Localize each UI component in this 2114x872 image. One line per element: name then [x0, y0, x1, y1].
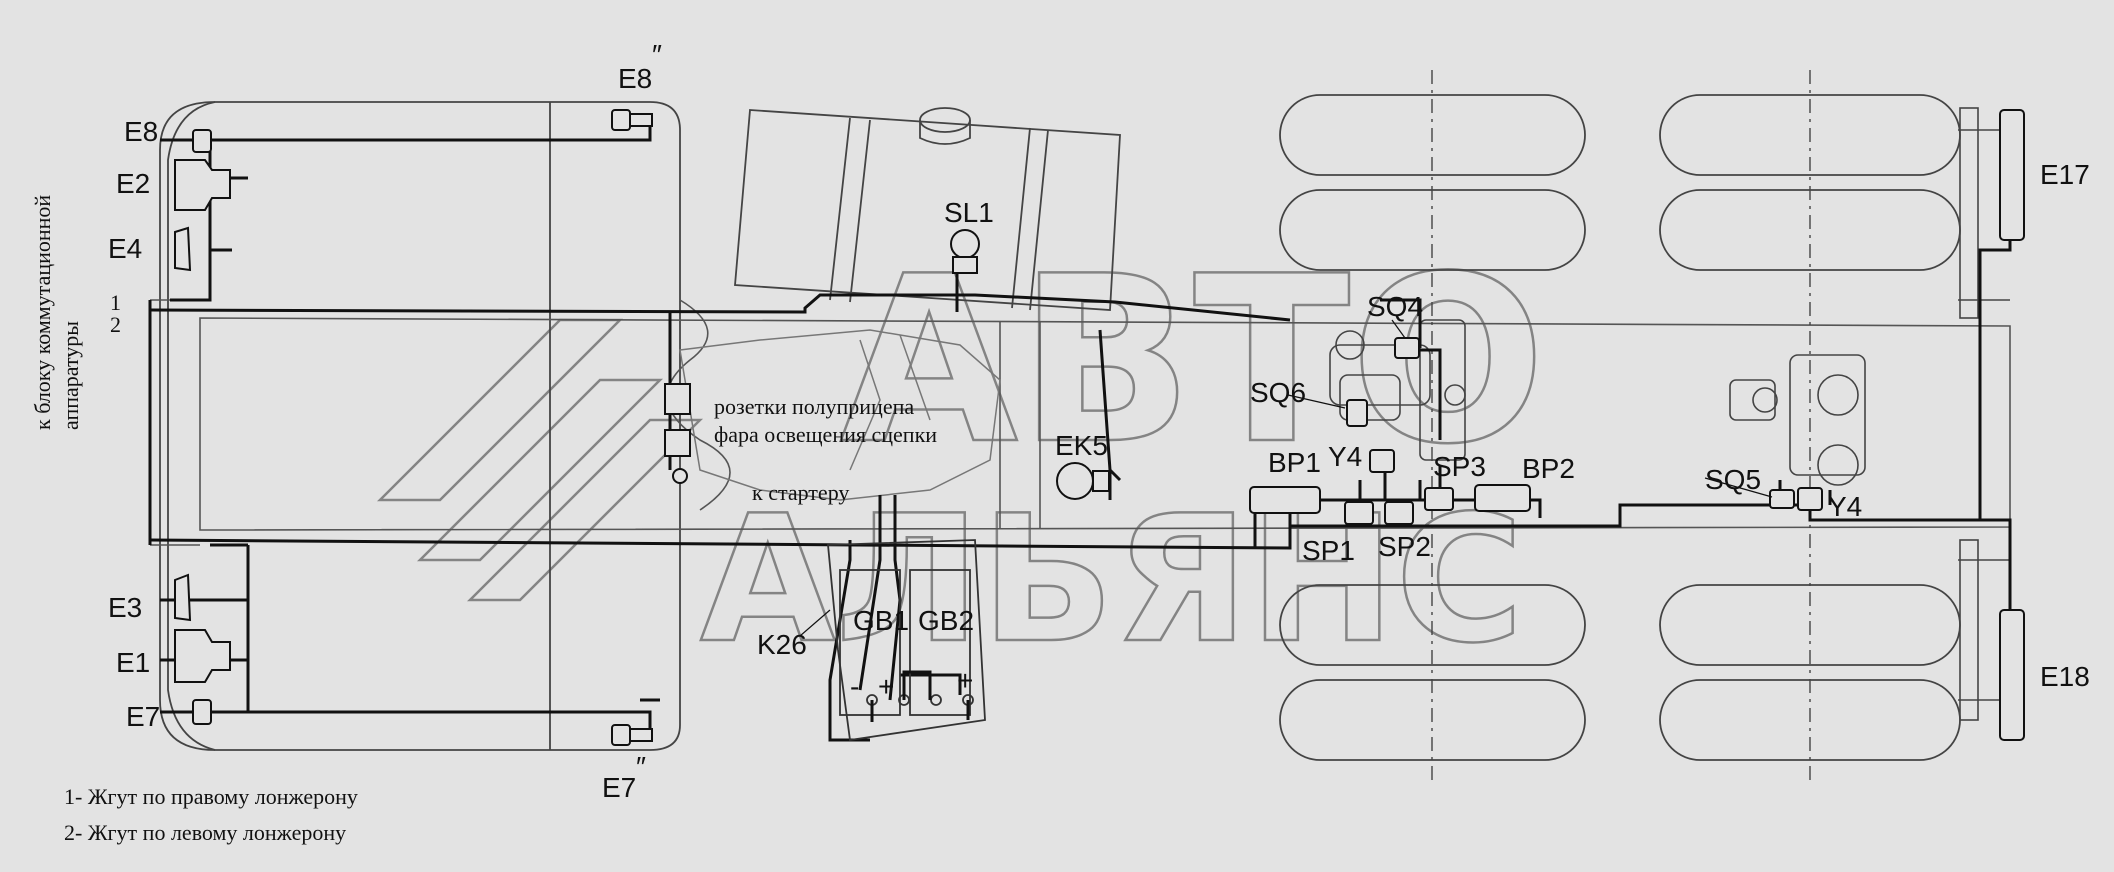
label-e8-dbl: E8: [618, 63, 652, 94]
label-gb2: GB2: [918, 605, 974, 636]
lamp-e7: [192, 699, 212, 725]
fog-lamp-e4: [174, 226, 192, 272]
caption-to-starter: к стартеру: [752, 480, 849, 505]
legend-item-2: 2- Жгут по левому лонжерону: [64, 820, 347, 845]
label-sl1: SL1: [944, 197, 994, 228]
cab: [159, 101, 681, 751]
label-harness-2: 2: [110, 312, 121, 337]
label-sq6: SQ6: [1250, 377, 1306, 408]
label-e18: E18: [2040, 661, 2090, 692]
switch-sp3: [1424, 487, 1454, 511]
marker-lamp-e8-dbl: [611, 109, 631, 131]
caption-switch-block-1: к блоку коммутационной: [30, 195, 55, 430]
caption-hitch-light: фара освещения сцепки: [714, 422, 937, 447]
sensor-sq5: [1769, 489, 1795, 509]
label-sq5: SQ5: [1705, 464, 1761, 495]
label-sp2: SP2: [1378, 531, 1431, 562]
marker-lamp-e7-dbl: [611, 724, 631, 746]
label-e7-dbl: E7: [602, 772, 636, 803]
components: [174, 109, 2025, 746]
label-sp3: SP3: [1433, 451, 1486, 482]
caption-switch-block-2: аппаратуры: [58, 321, 83, 430]
label-bp2: BP2: [1522, 453, 1575, 484]
fuel-tank: [734, 107, 1121, 311]
label-sp1: SP1: [1302, 535, 1355, 566]
label-minus: -: [850, 671, 859, 702]
label-e8-dbl-mark: ″: [652, 39, 662, 70]
trailer-socket-2: [664, 429, 691, 457]
label-e8: E8: [124, 116, 158, 147]
label-gb1: GB1: [853, 605, 909, 636]
sensor-sq6: [1346, 399, 1368, 427]
switch-sp1: [1344, 501, 1374, 525]
fog-lamp-e3: [174, 573, 192, 622]
transmission-outline: [679, 329, 1001, 501]
label-e7-dbl-mark: ″: [636, 751, 646, 782]
label-y4-right: Y4: [1828, 491, 1862, 522]
fuel-sensor-sl1-base: [952, 256, 978, 274]
labels: E8 E2 E4 E3 E1 E7 E8 ″ E7 ″ E17 E18 SL1 …: [30, 39, 2090, 803]
caption-trailer-sockets: розетки полуприцепа: [714, 394, 914, 419]
rear-brackets: [1958, 107, 2010, 721]
marker-lamp-e7-dbl-body: [629, 728, 653, 742]
label-bp1: BP1: [1268, 447, 1321, 478]
pressure-sensor-bp1: [1249, 486, 1321, 514]
label-plus-2: +: [957, 665, 973, 696]
fuel-sensor-sl1: [950, 229, 980, 259]
switch-sp2: [1384, 501, 1414, 525]
battery-box: [827, 539, 986, 742]
label-harness-1: 1: [110, 290, 121, 315]
label-k26: K26: [757, 629, 807, 660]
valve-y4-right: [1797, 487, 1823, 511]
label-e2: E2: [116, 168, 150, 199]
headlamp-e2: [174, 159, 231, 211]
sensor-sq4: [1394, 337, 1420, 359]
lamp-e8: [192, 129, 212, 153]
leader-lines: [799, 319, 1773, 637]
label-sq4: SQ4: [1367, 291, 1423, 322]
label-y4-left: Y4: [1328, 441, 1362, 472]
label-e17: E17: [2040, 159, 2090, 190]
trailer-socket-1: [664, 383, 691, 415]
pressure-sensor-bp2: [1474, 484, 1531, 512]
label-ek5: EK5: [1055, 430, 1108, 461]
marker-lamp-e8-dbl-body: [629, 113, 653, 127]
rear-lamp-e17: [1999, 109, 2025, 241]
hitch-light-connector: [672, 468, 688, 484]
label-plus-1: +: [878, 671, 894, 702]
axle-centerlines: [1431, 70, 1811, 780]
label-e4: E4: [108, 233, 142, 264]
headlamp-e1: [174, 629, 231, 683]
heater-ek5: [1056, 462, 1094, 500]
rear-lamp-e18: [1999, 609, 2025, 741]
heater-ek5-plug: [1092, 470, 1110, 492]
legend-item-1: 1- Жгут по правому лонжерону: [64, 784, 358, 809]
label-e3: E3: [108, 592, 142, 623]
label-e1: E1: [116, 647, 150, 678]
valve-y4-left: [1369, 449, 1395, 473]
axle-housings: [1329, 319, 1866, 486]
label-e7: E7: [126, 701, 160, 732]
